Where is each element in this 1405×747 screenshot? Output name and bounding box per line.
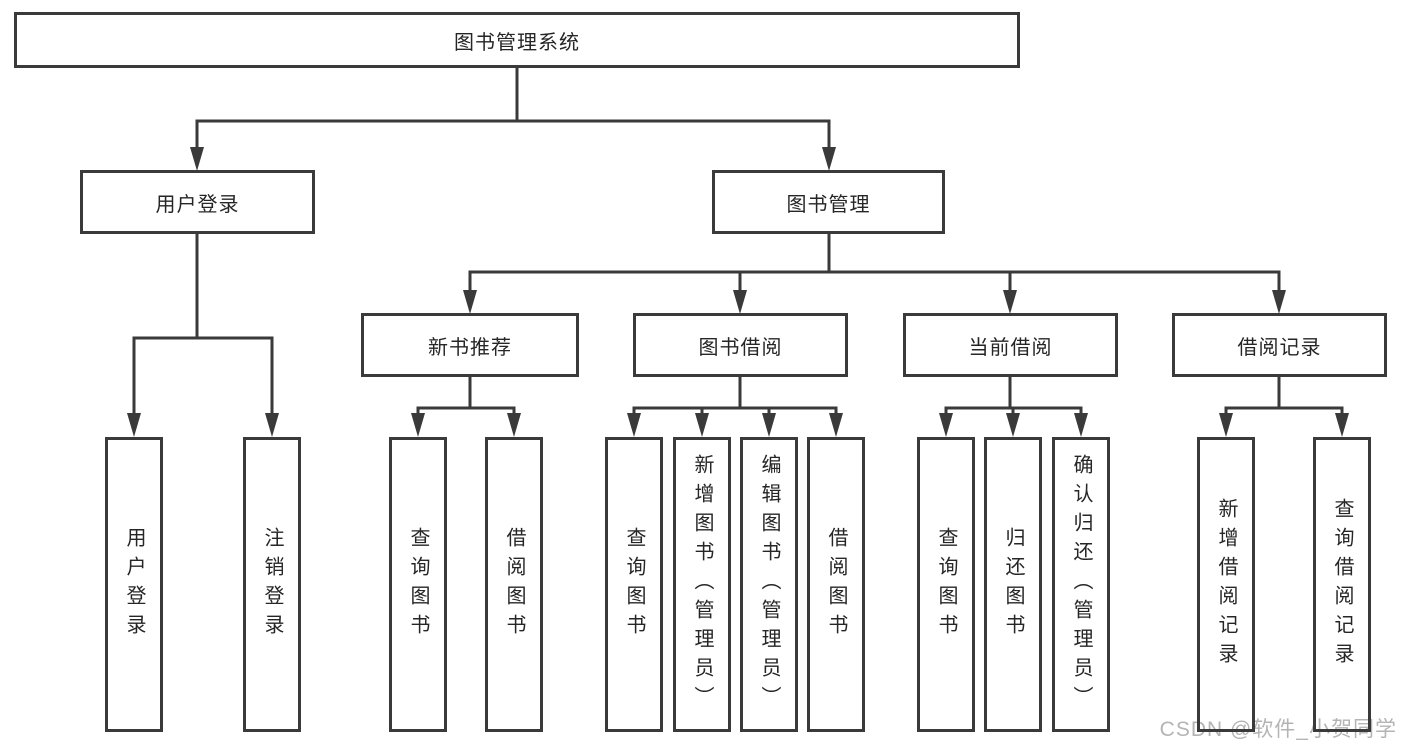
node-query-books-2: 查询图书 xyxy=(605,437,663,732)
arrowhead-down-icon xyxy=(829,413,843,437)
node-add-books-admin: 新增图书（管理员） xyxy=(673,437,731,732)
node-user-login-leaf: 用户登录 xyxy=(105,437,163,732)
node-query-books-1: 查询图书 xyxy=(389,437,447,732)
arrowhead-down-icon xyxy=(1006,413,1020,437)
node-label: 借阅记录 xyxy=(1237,336,1322,359)
node-user-login: 用户登录 xyxy=(80,170,315,234)
arrowhead-down-icon xyxy=(463,290,477,314)
arrowhead-down-icon xyxy=(190,147,204,171)
node-library-management-system: 图书管理系统 xyxy=(14,12,1020,68)
node-confirm-return-admin: 确认归还（管理员） xyxy=(1052,437,1110,732)
node-new-book-recommend: 新书推荐 xyxy=(361,313,579,377)
arrowhead-down-icon xyxy=(1219,413,1233,437)
node-label: 新增借阅记录 xyxy=(1215,497,1237,672)
node-query-books-3: 查询图书 xyxy=(917,437,975,732)
node-label: 归还图书 xyxy=(1002,526,1024,643)
node-return-books: 归还图书 xyxy=(984,437,1042,732)
node-borrow-books-2: 借阅图书 xyxy=(807,437,865,732)
arrowhead-down-icon xyxy=(762,413,776,437)
node-label: 查询借阅记录 xyxy=(1331,497,1353,672)
arrowhead-down-icon xyxy=(1335,413,1349,437)
node-label: 查询图书 xyxy=(935,526,957,643)
node-label: 图书借阅 xyxy=(698,336,783,359)
arrowhead-down-icon xyxy=(1074,413,1088,437)
csdn-watermark: CSDN @软件_小贺同学 xyxy=(1159,718,1397,741)
arrowhead-down-icon xyxy=(733,290,747,314)
arrowhead-down-icon xyxy=(822,147,836,171)
arrowhead-down-icon xyxy=(127,413,141,437)
node-label: 当前借阅 xyxy=(968,336,1053,359)
arrowhead-down-icon xyxy=(411,413,425,437)
node-edit-books-admin: 编辑图书（管理员） xyxy=(740,437,798,732)
node-label: 图书管理 xyxy=(786,193,871,216)
node-label: 新书推荐 xyxy=(428,336,512,359)
node-label: 借阅图书 xyxy=(503,526,525,643)
node-label: 确认归还（管理员） xyxy=(1070,454,1092,715)
node-label: 查询图书 xyxy=(407,526,429,643)
node-borrowing-records: 借阅记录 xyxy=(1172,313,1387,377)
node-label: 查询图书 xyxy=(623,526,645,643)
node-query-borrow-record: 查询借阅记录 xyxy=(1313,437,1371,732)
arrowhead-down-icon xyxy=(1003,290,1017,314)
node-label: 新增图书（管理员） xyxy=(691,454,713,715)
arrowhead-down-icon xyxy=(695,413,709,437)
arrowhead-down-icon xyxy=(265,413,279,437)
node-borrow-books-1: 借阅图书 xyxy=(485,437,543,732)
arrowhead-down-icon xyxy=(507,413,521,437)
node-label: 用户登录 xyxy=(123,526,145,643)
arrowhead-down-icon xyxy=(1272,290,1286,314)
node-label: 用户登录 xyxy=(155,193,240,216)
arrowhead-down-icon xyxy=(939,413,953,437)
node-add-borrow-record: 新增借阅记录 xyxy=(1197,437,1255,732)
node-current-borrowing: 当前借阅 xyxy=(903,313,1118,377)
node-logout-leaf: 注销登录 xyxy=(243,437,301,732)
arrowhead-down-icon xyxy=(627,413,641,437)
node-label: 编辑图书（管理员） xyxy=(758,454,780,715)
node-label: 借阅图书 xyxy=(825,526,847,643)
node-label: 注销登录 xyxy=(261,526,283,643)
node-book-management: 图书管理 xyxy=(712,170,945,234)
node-label: 图书管理系统 xyxy=(454,31,580,54)
node-book-borrowing: 图书借阅 xyxy=(633,313,848,377)
